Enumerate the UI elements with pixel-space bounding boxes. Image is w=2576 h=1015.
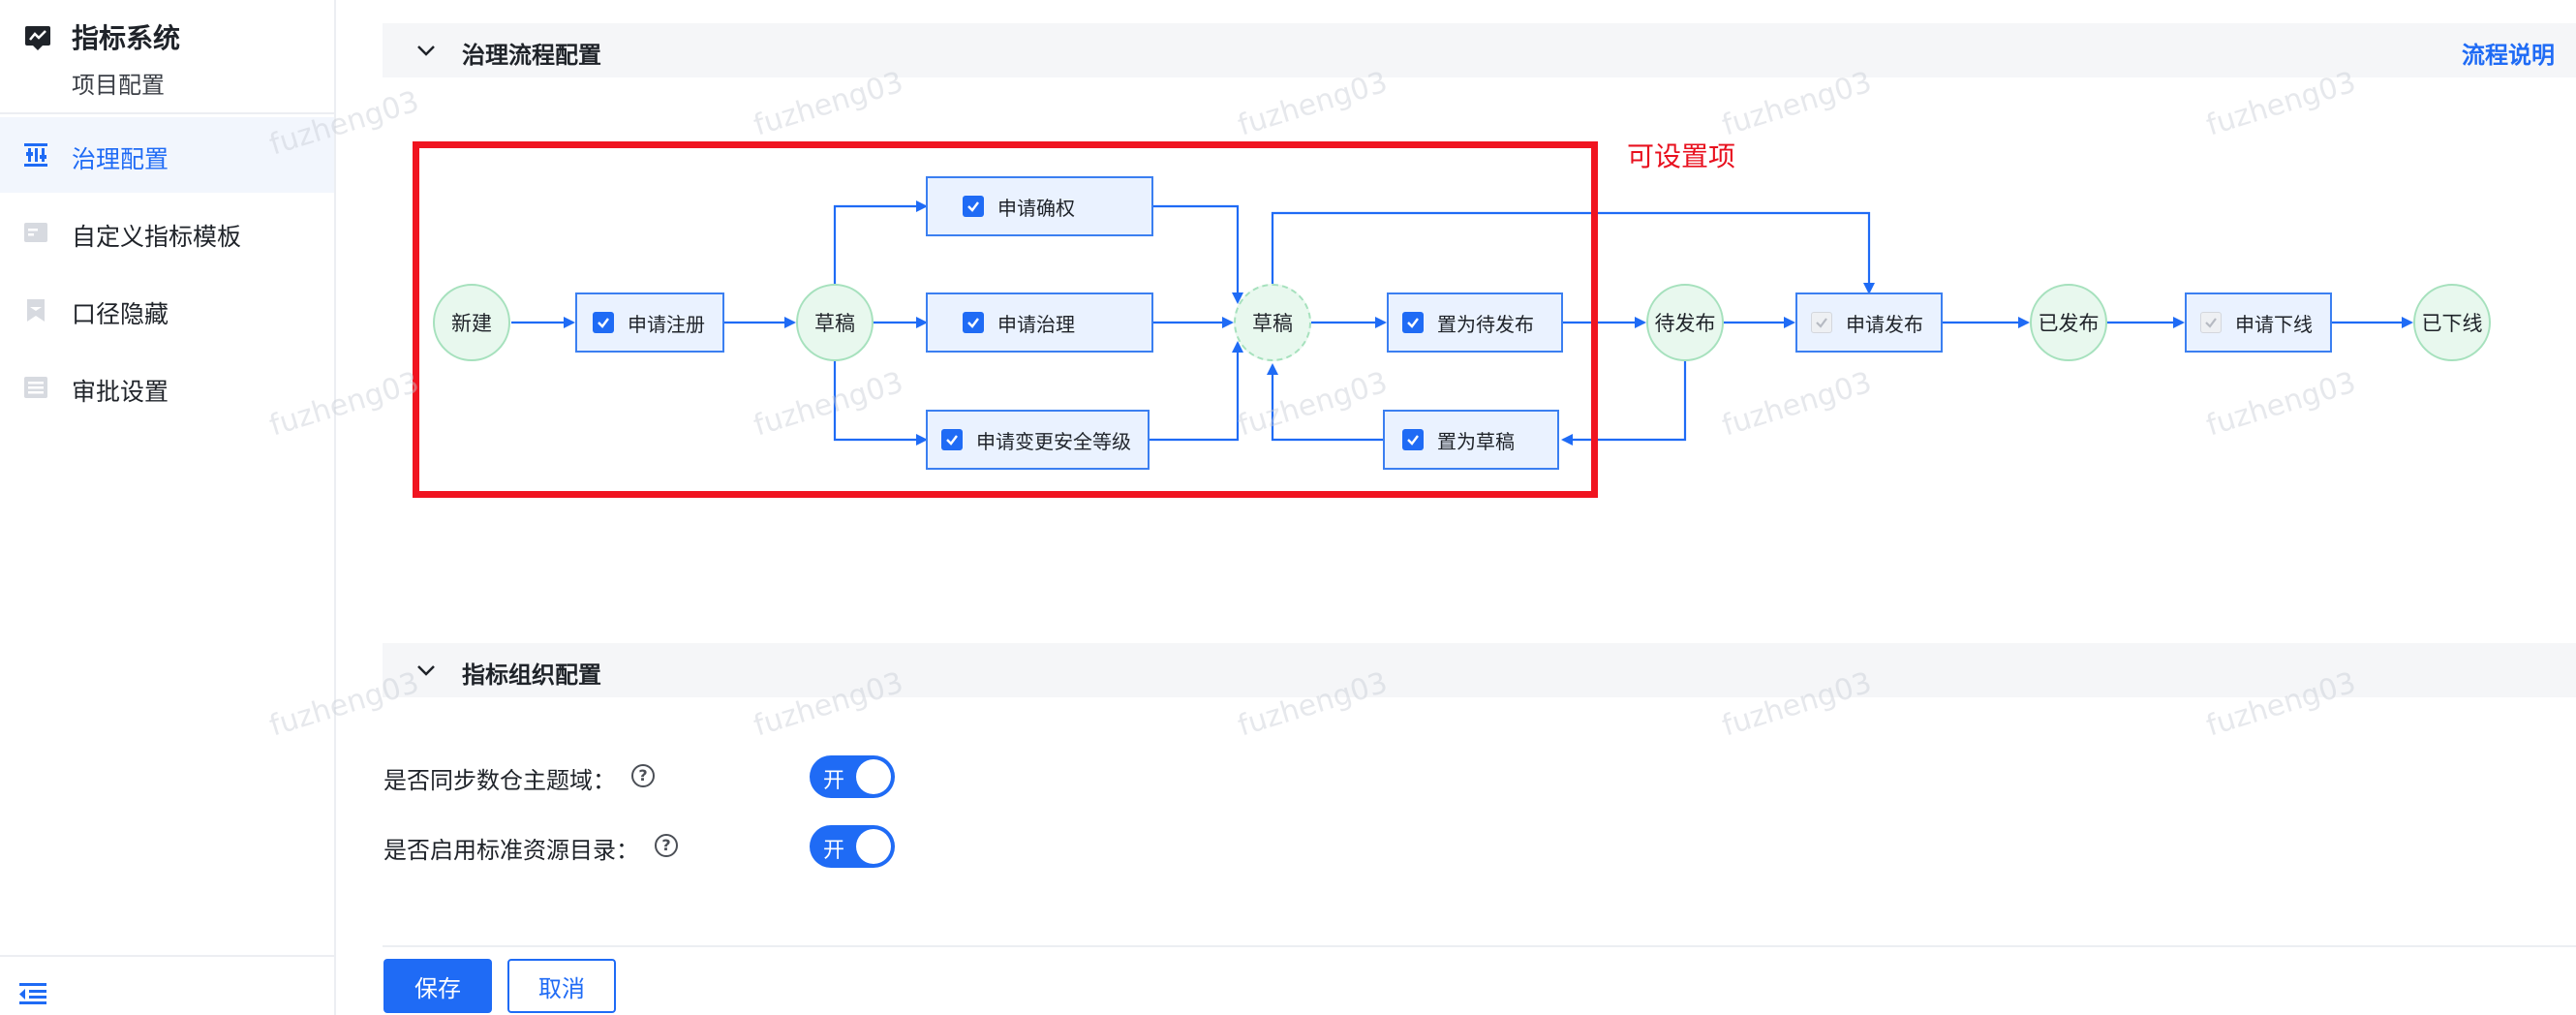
action-label: 申请注册 [628,312,705,336]
state-published: 已发布 [2030,284,2107,361]
state-draft: 草稿 [1234,284,1311,361]
toggle-label: 开 [823,839,845,863]
sidebar-divider [0,955,334,957]
sliders-icon [24,143,47,167]
list-icon [24,377,47,398]
sidebar-item-approval[interactable]: 审批设置 [0,350,334,425]
sidebar-item-label: 自定义指标模板 [72,223,242,251]
sidebar-item-label: 口径隐藏 [72,300,169,328]
checkbox-checked-icon[interactable] [1402,429,1424,450]
section-title: 治理流程配置 [462,42,601,69]
toggle-knob [856,759,891,794]
checkbox-checked-icon[interactable] [941,429,963,450]
state-new: 新建 [433,284,510,361]
action-apply-change-security-level[interactable]: 申请变更安全等级 [926,410,1150,470]
action-label: 申请治理 [997,312,1075,336]
action-label: 申请下线 [2235,312,2313,336]
configurable-highlight-box [413,141,1598,498]
action-label: 置为草稿 [1437,429,1515,453]
sidebar-item-label: 审批设置 [72,378,169,406]
flow-explanation-link[interactable]: 流程说明 [2462,42,2555,69]
sync-theme-toggle[interactable]: 开 [810,755,895,798]
action-label: 申请发布 [1846,312,1923,336]
action-label: 申请确权 [997,196,1075,220]
chart-app-icon [25,26,50,50]
action-set-pending-publish[interactable]: 置为待发布 [1387,292,1563,353]
governance-section-header[interactable]: 治理流程配置 流程说明 [383,23,2576,77]
std-catalog-toggle[interactable]: 开 [810,825,895,868]
cancel-button[interactable]: 取消 [507,959,616,1013]
checkbox-checked-icon[interactable] [963,196,984,217]
checkbox-disabled-icon [1811,312,1832,333]
checkbox-disabled-icon [2200,312,2222,333]
app-title: 指标系统 [72,22,181,54]
checkbox-checked-icon[interactable] [1402,312,1424,333]
toggle-knob [856,829,891,864]
footer-divider [383,945,2576,947]
save-button[interactable]: 保存 [383,959,492,1013]
organization-section-header[interactable]: 指标组织配置 [383,643,2576,697]
help-icon[interactable]: ? [631,764,655,787]
chevron-down-icon[interactable] [415,661,437,680]
sidebar-item-caliber-hide[interactable]: 口径隐藏 [0,272,334,348]
chevron-down-icon[interactable] [415,41,437,60]
std-catalog-label: 是否启用标准资源目录： [383,837,639,864]
state-offline: 已下线 [2413,284,2491,361]
state-pending-publish: 待发布 [1646,284,1724,361]
sidebar-item-governance[interactable]: 治理配置 [0,117,334,193]
action-apply-confirm-ownership[interactable]: 申请确权 [926,176,1153,236]
action-apply-govern[interactable]: 申请治理 [926,292,1153,353]
help-icon[interactable]: ? [655,834,678,857]
action-apply-publish: 申请发布 [1795,292,1943,353]
document-icon [24,223,47,242]
action-label: 置为待发布 [1437,312,1534,336]
brand: 指标系统 项目配置 [0,0,334,114]
configurable-callout: 可设置项 [1627,140,1736,172]
app-subtitle: 项目配置 [72,72,165,99]
action-set-draft[interactable]: 置为草稿 [1383,410,1559,470]
section-title: 指标组织配置 [462,661,601,689]
toggle-label: 开 [823,769,845,793]
action-apply-register[interactable]: 申请注册 [575,292,724,353]
state-draft: 草稿 [796,284,874,361]
checkbox-checked-icon[interactable] [963,312,984,333]
checkbox-checked-icon[interactable] [593,312,614,333]
sidebar: 指标系统 项目配置 治理配置 自定义指标模板 口径隐藏 [0,0,336,1015]
sidebar-item-custom-template[interactable]: 自定义指标模板 [0,195,334,270]
action-label: 申请变更安全等级 [976,429,1131,453]
sync-theme-label: 是否同步数仓主题域： [383,767,616,794]
action-apply-offline: 申请下线 [2185,292,2332,353]
bookmark-icon [27,299,45,322]
collapse-menu-icon[interactable] [17,980,48,1007]
sidebar-item-label: 治理配置 [72,145,169,173]
